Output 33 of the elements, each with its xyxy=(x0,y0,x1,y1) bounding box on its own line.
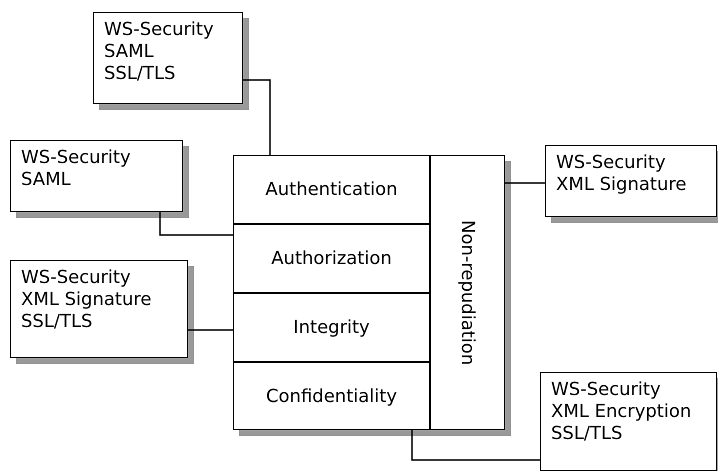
standard-name: SAML xyxy=(21,169,72,191)
connector-line xyxy=(159,212,233,236)
connector-line xyxy=(243,79,271,155)
standard-name: WS-Security xyxy=(104,19,215,41)
connector-line xyxy=(411,430,540,461)
security-cell xyxy=(233,362,430,430)
connector-line xyxy=(188,329,233,331)
standard-name: WS-Security xyxy=(21,147,132,169)
security-label: Authentication xyxy=(265,179,398,200)
security-column xyxy=(430,155,505,430)
standards-box xyxy=(540,372,717,471)
connector-line xyxy=(505,182,545,184)
security-label: Integrity xyxy=(293,317,370,338)
security-cell xyxy=(233,293,430,362)
security-label: Authorization xyxy=(271,248,392,269)
standard-name: SAML xyxy=(104,41,155,63)
standard-name: WS-Security xyxy=(551,379,662,401)
standards-box xyxy=(93,12,243,104)
security-cell xyxy=(233,224,430,293)
standard-name: XML Signature xyxy=(21,289,152,311)
standards-box xyxy=(545,145,717,217)
standard-name: WS-Security xyxy=(556,152,667,174)
security-label: Non-repudiation xyxy=(457,220,478,366)
standards-box xyxy=(10,140,183,212)
standard-name: WS-Security xyxy=(21,267,132,289)
security-cell xyxy=(233,155,430,224)
standard-name: XML Encryption xyxy=(551,401,692,423)
standard-name: SSL/TLS xyxy=(21,311,94,333)
standard-name: SSL/TLS xyxy=(551,423,624,445)
security-label: Confidentiality xyxy=(266,386,398,406)
standards-box xyxy=(10,260,188,358)
standard-name: SSL/TLS xyxy=(104,63,176,85)
standard-name: XML Signature xyxy=(556,174,688,196)
